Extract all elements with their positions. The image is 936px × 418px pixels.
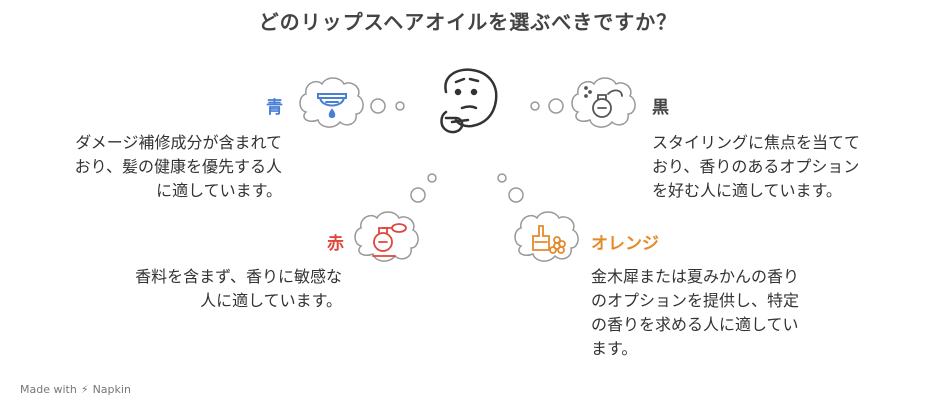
thought-dots-black — [530, 98, 564, 114]
description-line: の香りを求める人に適してい — [591, 315, 799, 334]
thinking-face-icon — [440, 68, 498, 134]
label-black: 黒 — [652, 98, 669, 118]
napkin-logo-icon: ⚡ — [80, 383, 89, 396]
cloud-blue — [299, 77, 364, 128]
perfume-spray-icon — [584, 86, 623, 118]
description-line: に適しています。 — [156, 181, 282, 200]
description-line: おり、香りのあるオプション — [652, 157, 860, 176]
description-black: スタイリングに焦点を当てて おり、香りのあるオプション を好む人に適しています。 — [652, 131, 922, 203]
thought-dots-red — [410, 173, 437, 203]
description-orange: 金木犀または夏みかんの香り のオプションを提供し、特定 の香りを求める人に適して… — [591, 265, 871, 361]
description-line: ダメージ補修成分が含まれて — [75, 133, 282, 152]
description-line: ます。 — [591, 339, 638, 358]
footer-text: Made with — [20, 383, 77, 396]
page-title: どのリップスヘアオイルを選ぶべきですか？ — [258, 10, 678, 34]
description-red: 香料を含まず、香りに敏感な 人に適しています。 — [80, 265, 342, 313]
footer-brand: Napkin — [92, 383, 131, 396]
water-drop-icon — [317, 93, 347, 119]
description-line: のオプションを提供し、特定 — [591, 291, 800, 310]
cloud-black — [571, 77, 636, 128]
cloud-orange — [514, 211, 579, 262]
thought-dots-blue — [370, 98, 405, 114]
description-line: おり、髪の健康を優先する人 — [74, 157, 282, 176]
description-line: スタイリングに焦点を当てて — [652, 133, 861, 152]
description-line: を好む人に適しています。 — [652, 181, 842, 200]
no-perfume-icon — [372, 223, 407, 257]
description-blue: ダメージ補修成分が含まれて おり、髪の健康を優先する人 に適しています。 — [20, 131, 282, 203]
description-line: 金木犀または夏みかんの香り — [591, 267, 800, 286]
footer-credit: Made with ⚡ Napkin — [20, 383, 131, 396]
label-red: 赤 — [327, 234, 344, 254]
description-line: 人に適しています。 — [200, 291, 342, 310]
description-line: 香料を含まず、香りに敏感な — [135, 267, 342, 286]
label-blue: 青 — [266, 98, 283, 118]
thought-dots-orange — [497, 173, 524, 203]
label-orange: オレンジ — [591, 234, 659, 254]
cloud-red — [354, 211, 419, 262]
flower-bottle-icon — [532, 225, 566, 254]
